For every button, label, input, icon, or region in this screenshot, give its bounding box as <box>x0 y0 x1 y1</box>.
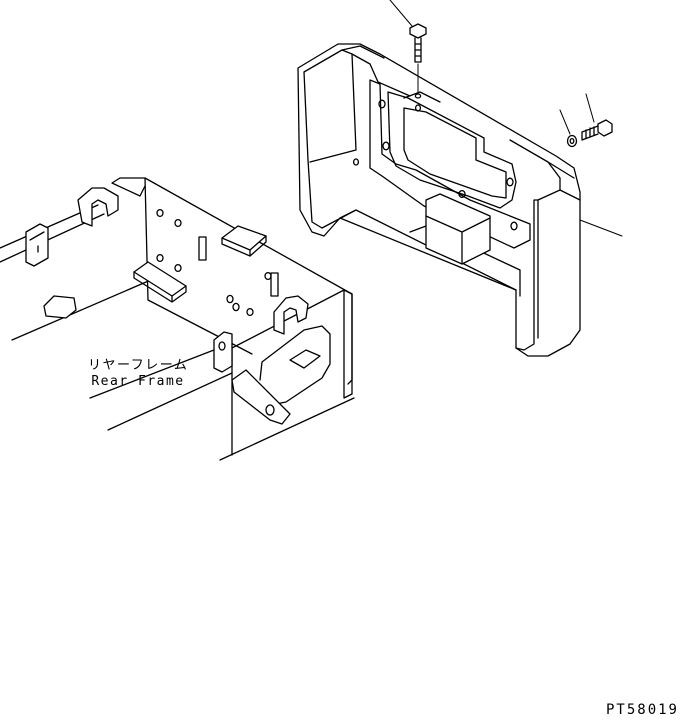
frame-slot-right <box>270 272 279 297</box>
top-bolt-target-hole <box>414 93 422 99</box>
bracket-mid <box>273 295 309 335</box>
bracket-top-left <box>77 187 119 227</box>
rear-frame-label-en: Rear Frame <box>91 374 185 389</box>
frame-front-cutout-inner <box>289 349 321 369</box>
counterweight-top-rim <box>341 45 411 97</box>
washer <box>566 134 578 148</box>
bracket-clip-left-detail <box>29 231 45 253</box>
frame-front-cutout <box>259 325 331 405</box>
top-bolt-shank <box>414 37 422 63</box>
handle-lever <box>231 369 291 425</box>
leader-counterweight <box>579 219 623 237</box>
counterweight-recess-window <box>403 107 507 199</box>
counterweight-right-wall-inner <box>537 161 581 339</box>
bracket-clip-left <box>25 223 49 267</box>
top-bolt-head <box>409 23 427 39</box>
washer-hole <box>569 137 575 145</box>
leader-top-bolt <box>389 0 413 27</box>
side-bolt-head <box>597 119 613 137</box>
counterweight-block-edge <box>425 215 491 265</box>
pad-top-side <box>221 235 267 257</box>
counterweight-recess-frame <box>369 79 531 249</box>
counterweight-recess-lip <box>403 91 441 103</box>
counterweight-right-rim <box>509 139 561 351</box>
frame-rail-lower <box>11 275 161 341</box>
counterweight-outer-shell <box>297 43 581 357</box>
frame-holes <box>156 208 272 317</box>
bracket-lower <box>213 331 233 373</box>
block-small <box>43 295 77 319</box>
leader-washer <box>559 109 571 135</box>
rear-frame <box>0 177 355 461</box>
counterweight-left-wall <box>303 49 357 229</box>
frame-rail-bottom <box>89 342 355 461</box>
bracket-lower-hole <box>218 341 226 351</box>
fastener-side-bolt <box>559 93 613 148</box>
pad-bottom-side <box>133 271 187 303</box>
rear-frame-label-jp: リヤーフレーム <box>88 358 189 373</box>
counterweight-block <box>425 193 491 265</box>
pad-bottom <box>133 261 187 297</box>
counterweight-recess-inner <box>387 91 517 209</box>
handle-lever-hole <box>265 404 275 416</box>
drawing-code: PT58019 <box>605 702 679 718</box>
leader-side-bolt <box>585 93 595 123</box>
side-bolt-shank <box>581 125 599 141</box>
counterweight-holes <box>352 99 518 231</box>
frame-front-plate <box>231 289 353 456</box>
rear-frame-callout: リヤーフレーム Rear Frame <box>88 358 188 390</box>
frame-top-edge <box>111 177 146 197</box>
frame-slot-left <box>198 236 207 261</box>
counterweight <box>297 43 623 357</box>
fastener-top-bolt <box>389 0 427 99</box>
